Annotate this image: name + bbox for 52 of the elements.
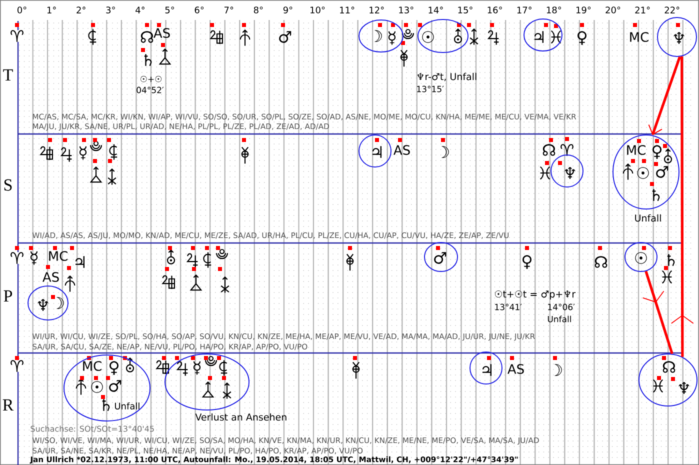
planet-symbol: ♄ <box>667 254 675 266</box>
degree-label: 1° <box>47 6 56 14</box>
planet-symbol: ☿ <box>79 146 87 160</box>
note: ☉t+☉t = ♂p+♆r <box>494 290 576 300</box>
degree-label: 3° <box>106 6 115 14</box>
planet-symbol: ♃ <box>75 256 85 268</box>
degree-label: 21° <box>635 6 650 14</box>
row-letter: S <box>4 179 12 191</box>
planet-symbol: ☽ <box>442 146 449 158</box>
note: 14°06′ <box>548 304 575 310</box>
row-letter: R <box>2 399 14 411</box>
planet-symbol: ☽ <box>554 364 562 376</box>
degree-label: 10° <box>310 6 325 14</box>
degree-label: 14° <box>428 6 443 14</box>
degree-label: 15° <box>458 6 472 14</box>
planet-symbol: ♀ <box>522 255 532 269</box>
note: Unfall <box>548 316 571 322</box>
planet-symbol: ☊ <box>594 256 608 268</box>
planet-symbol: ☿ <box>30 251 38 265</box>
planet-symbol: ♈ <box>560 144 574 156</box>
note: 13°15′ <box>417 86 444 92</box>
planet-symbol: ♂ <box>279 31 292 43</box>
note: ☉+☉ <box>140 76 162 82</box>
note: 04°52′ <box>136 86 164 94</box>
degree-label: 16° <box>488 6 502 14</box>
note: Suchachse: SOt/SOt=13°40'45 <box>30 426 154 432</box>
note: 13°41′ <box>495 304 522 310</box>
degree-label: 6° <box>194 6 204 14</box>
row-letter: T <box>3 69 13 81</box>
degree-label: 9° <box>283 6 292 14</box>
degree-label: 0° <box>18 6 26 14</box>
degree-label: 11° <box>340 6 354 14</box>
note: ♆r-♂t, Unfall <box>417 72 476 82</box>
planet-symbol: ♀ <box>578 31 586 45</box>
planet-symbol: ♄ <box>144 54 152 66</box>
degree-label: 8° <box>254 6 263 14</box>
degree-label: 17° <box>517 6 532 14</box>
arrow <box>648 56 681 136</box>
degree-label: 2° <box>76 6 86 14</box>
note: Unfall <box>635 214 661 222</box>
degree-label: 5° <box>165 6 174 14</box>
row-letter: P <box>4 290 12 302</box>
point-abbreviation: MC <box>49 251 68 261</box>
planet-symbol: ☊ <box>542 144 556 156</box>
degree-label: 20° <box>606 6 620 14</box>
point-abbreviation: AS <box>154 28 170 38</box>
planet-symbol: ☊ <box>140 31 154 43</box>
degree-label: 7° <box>224 6 234 14</box>
degree-label: 4° <box>136 6 144 14</box>
note: Verlust an Ansehen <box>195 413 286 421</box>
degree-label: 19° <box>576 6 591 14</box>
degree-label: 13° <box>399 6 414 14</box>
